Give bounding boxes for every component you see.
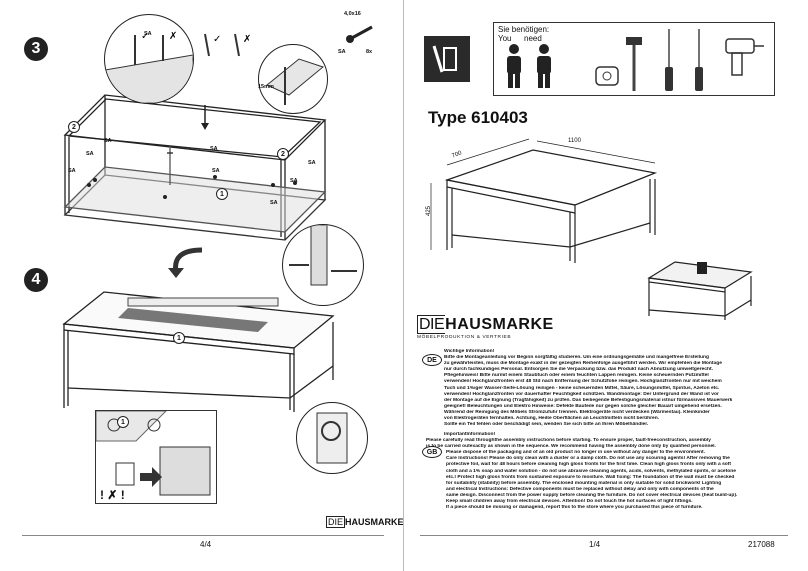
svg-text:✗: ✗ [169,31,177,42]
text-line: and electrical Instructions: Defective c… [446,486,714,492]
page-number-left: 4/4 [200,540,212,549]
sa-label: SA [290,178,298,184]
hammer-icon [626,37,642,91]
step-3-frame-illustration [63,94,327,241]
text-line: Wichtige Information! [444,349,495,354]
text-line: same design. Disconnect from the power s… [446,492,738,498]
brand-tagline: MÖBELPRODUKTION & VERTRIEB [417,335,512,340]
tools-icon [424,36,470,82]
text-line: zu gewährleisten, muss die Montage exakt… [444,361,722,367]
text-line: von Elektrogeräten fernhalten. Achtung, … [444,416,660,422]
text-line: Please carefully read throughthe assembl… [426,438,711,444]
text-line: nur durch fachkundiges Personal. Entsorg… [444,367,713,373]
screw-detail-circle: ✓ ✗ [104,14,194,104]
left-footer-line [22,535,384,536]
leg-detail-circle [282,224,364,306]
corner-detail-circle [258,44,328,114]
step-4-table-illustration [62,291,335,412]
part-2-right: 2 [277,148,289,160]
part-2-left: 2 [68,121,80,133]
text-line: cloth and a 1% soap and water solution -… [446,468,736,474]
screw-icon [346,25,373,43]
flag-de: DE [422,354,442,366]
left-page: 3 4 2 2 1 SA SA SA SA SA SA SA SA [0,0,404,571]
text-line: ImportantInformation! [444,432,496,437]
svg-text:✓: ✓ [213,34,221,45]
text-line: Sollte ein Teil fehlen oder beschädigt s… [444,422,649,428]
dim-width: 1100 [568,138,581,144]
text-line: der Montage auf die Eignung (Tragfähigke… [444,397,733,403]
tools-needed-box: Sie benötigen: You need [493,22,775,96]
text-line: for suitability (stability) before assem… [446,480,722,486]
flag-gb: GB [422,446,442,458]
text-line: Tuch und 1%iger Wasser-Seife-Lösung rein… [444,385,720,391]
text-line: If a piece should be missing or damagend… [446,505,703,511]
part-1-step4: 1 [173,332,185,344]
tools-need: need [524,34,542,43]
sa-label: SA [210,146,218,152]
table-dimension-drawing [430,138,658,263]
brand-die: DIE [417,315,446,334]
gb-info-text: ImportantInformation! Please carefully r… [426,432,786,511]
page-number-right: 1/4 [589,540,601,549]
tools-header: Sie benötigen: [498,25,550,34]
step-4-number: 4 [24,268,48,292]
text-line: Bitte die Montageanleitung vor Beginn so… [444,355,709,361]
screwdriver-flat-icon [665,29,673,91]
text-line: Please dispose of the packaging and of a… [446,450,705,456]
step-3-number: 3 [24,37,48,61]
screwdriver-cross-icon [695,29,703,91]
text-line: Keep small children away from electrical… [446,499,693,505]
sa-label: SA [270,200,278,206]
tools-you: You [498,34,512,43]
screw-count: 8x [366,49,373,55]
type-label: Type 610403 [428,108,528,127]
brand-name: HAUSMARKE [345,517,404,527]
part-1-step3: 1 [216,188,228,200]
screw-spec-box: 4,0x16 SA 8x [338,11,378,59]
right-page [404,0,808,571]
sa-label: SA [68,168,76,174]
measure-15mm: 15mm [258,84,274,90]
rotate-arrow-icon [168,247,203,278]
drill-icon [725,38,764,76]
svg-text:✓: ✓ [141,31,149,42]
page-divider [403,0,404,571]
person-icon [537,44,551,88]
screw-icons: ✓ ✗ [204,33,251,57]
brand-name: HAUSMARKE [445,316,554,333]
sa-label: SA [86,151,94,157]
part-1-detail: 1 [117,416,129,428]
text-line: geeignet! Beleuchtungen und Elektro Hinw… [444,403,722,409]
text-line: Pflegehinweis! Bitte nurmit einem Staubt… [444,373,709,379]
mounting-hint-box [95,410,217,504]
text-line: Care Instructions! Please do only clean … [446,456,730,462]
screw-spec: 4,0x16 [344,11,361,17]
finished-table-thumbnail [647,261,753,320]
document-code: 217088 [748,540,775,549]
text-line: is to be carried outexactly as shown in … [426,444,716,450]
text-line: verwenden! Hochglanzfronten vor dauerhaf… [444,391,719,397]
dim-height: 425 [426,205,433,217]
hand-detail-circle [296,402,368,474]
person-icon [507,44,521,88]
brand-die: DIE [326,516,346,528]
sa-label: SA [104,138,112,144]
screw-code: SA [338,49,346,55]
svg-text:✗: ✗ [243,34,251,45]
sa-label: SA [308,160,316,166]
de-info-text: Wichtige Information! Bitte die Montagea… [444,349,784,428]
sa-label: SA [212,168,220,174]
text-line: protective foil, wait for 48 hours befor… [446,462,732,468]
text-line: verwenden! Hochglanzfronten erst 48 Std … [444,379,722,385]
tape-measure-icon [595,66,619,86]
text-line: Während der Reinigung des Möbels Stromzu… [444,409,710,415]
sa-label: SA [144,31,152,37]
right-footer-line [420,535,788,536]
brand-logo: DIEHAUSMARKE MÖBELPRODUKTION & VERTRIEB [417,315,554,340]
text-line: etc.! Protect high gloss fronts from sus… [446,474,735,480]
wrong-marks: ! ✗ ! [100,488,125,502]
